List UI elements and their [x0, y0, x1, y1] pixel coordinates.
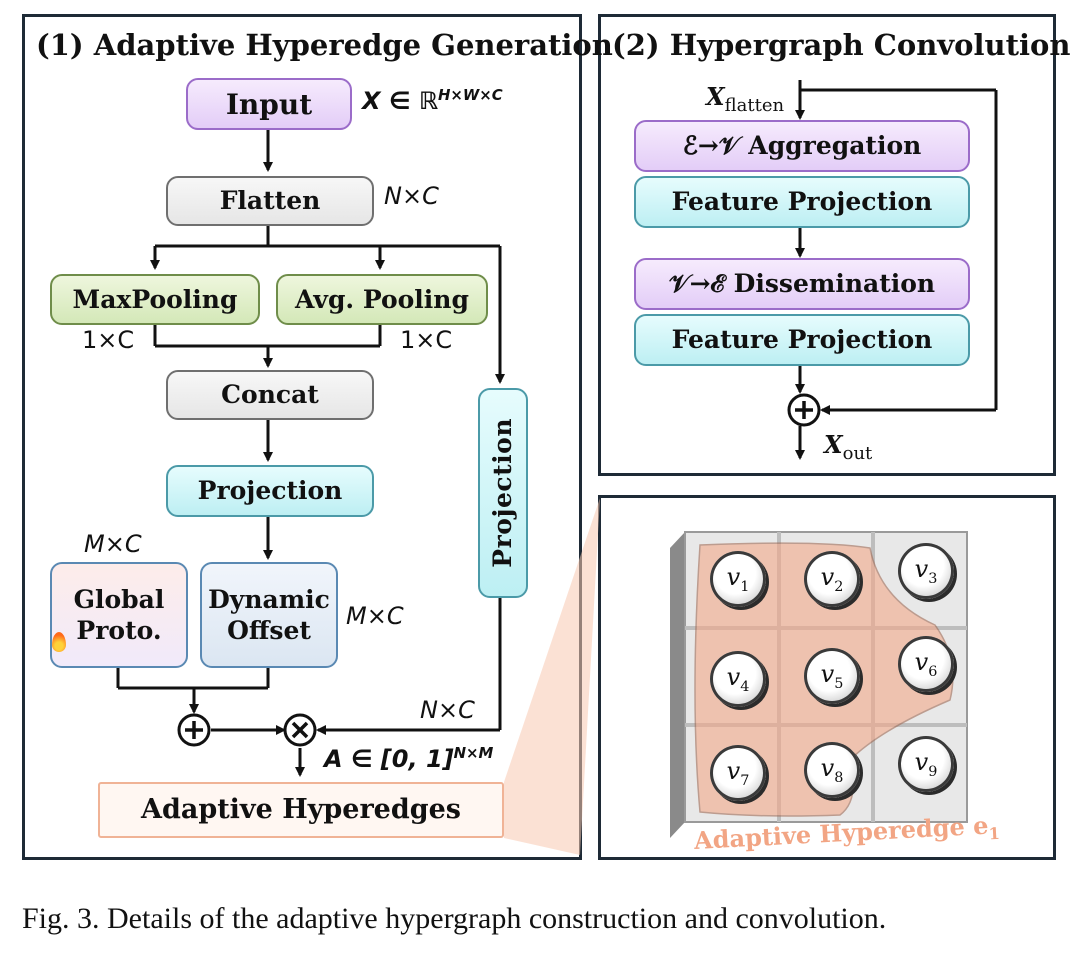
flatten-box: Flatten	[166, 176, 374, 226]
node-v4: v4	[710, 651, 766, 707]
global-proto-line1: Global	[73, 584, 165, 614]
input-box: Input	[186, 78, 352, 130]
flatten-shape-annotation: N×C	[384, 182, 439, 210]
input-shape-annotation: X ∈ ℝH×W×C	[362, 86, 503, 115]
aggregation-box: ℰ→𝒱 Aggregation	[634, 120, 970, 172]
side-projection-label: Projection	[488, 418, 518, 568]
dynamic-offset-line1: Dynamic	[208, 584, 330, 614]
adaptive-hyperedges-box: Adaptive Hyperedges	[98, 782, 504, 838]
figure-caption: Fig. 3. Details of the adaptive hypergra…	[22, 902, 887, 935]
feature-projection-box-2: Feature Projection	[634, 314, 970, 366]
fire-icon	[52, 632, 66, 652]
dissemination-box: 𝒱→ℰ Dissemination	[634, 258, 970, 310]
panel1-title: (1) Adaptive Hyperedge Generation	[36, 28, 613, 62]
global-proto-line2: Proto.	[76, 616, 162, 645]
panel2-title: (2) Hypergraph Convolution	[612, 28, 1071, 62]
node-v6: v6	[898, 636, 954, 692]
node-v3: v3	[898, 543, 954, 599]
node-v2: v2	[804, 551, 860, 607]
node-v5: v5	[804, 648, 860, 704]
concat-box: Concat	[166, 370, 374, 420]
dynamic-offset-box: Dynamic Offset	[200, 562, 338, 668]
avgpool-shape-annotation: 1×C	[400, 326, 453, 354]
x-out-label: Xout	[824, 430, 873, 464]
node-v7: v7	[710, 745, 766, 801]
feature-projection-box-1: Feature Projection	[634, 176, 970, 228]
projection-box: Projection	[166, 465, 374, 517]
assignment-matrix-annotation: A ∈ [0, 1]N×M	[324, 744, 494, 773]
dynamic-offset-shape-annotation: M×C	[346, 602, 404, 630]
node-v9: v9	[898, 736, 954, 792]
x-flatten-label: Xflatten	[706, 82, 785, 116]
maxpool-shape-annotation: 1×C	[82, 326, 135, 354]
node-v8: v8	[804, 742, 860, 798]
dynamic-offset-line2: Offset	[227, 616, 311, 645]
global-proto-box: Global Proto.	[50, 562, 188, 668]
side-projection-shape-annotation: N×C	[420, 696, 475, 724]
avg-pooling-box: Avg. Pooling	[276, 274, 488, 325]
node-v1: v1	[710, 551, 766, 607]
global-proto-shape-annotation: M×C	[84, 530, 142, 558]
side-projection-box: Projection	[478, 388, 528, 598]
maxpooling-box: MaxPooling	[50, 274, 260, 325]
